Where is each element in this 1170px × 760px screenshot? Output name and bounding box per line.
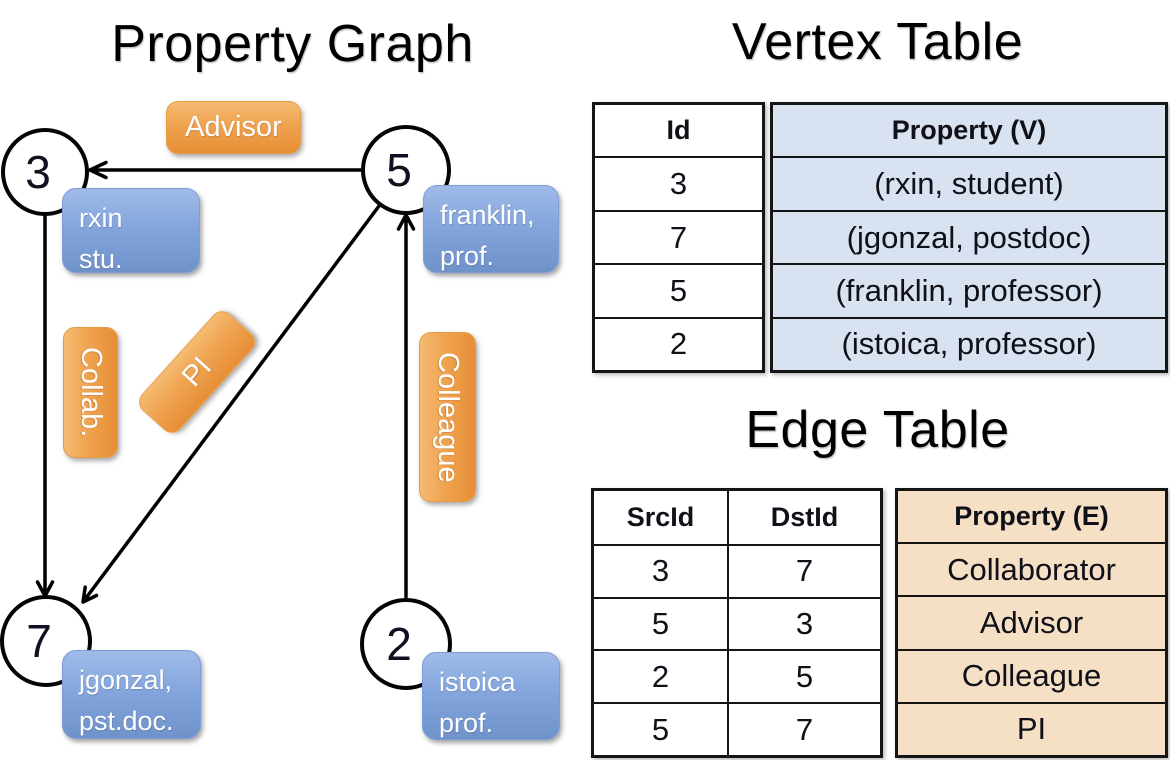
edge-arrow-collab [35, 213, 55, 598]
table-cell: 7 [595, 209, 762, 263]
property-line: rxin [79, 203, 123, 233]
column-header: Property (E) [954, 501, 1109, 532]
vertex-property-box-3: rxin stu. [62, 188, 200, 274]
table-cell: 7 [727, 543, 880, 597]
vertex-table-title: Vertex Table [731, 13, 1024, 71]
table-cell: 3 [727, 596, 880, 650]
table-cell: 5 [727, 649, 880, 703]
node-id-label: 7 [26, 615, 52, 667]
edge-arrow-advisor [88, 160, 363, 180]
node-id-label: 2 [386, 618, 412, 670]
node-id-label: 5 [386, 144, 412, 196]
table-cell: Advisor [898, 595, 1165, 648]
property-line: stu. [79, 243, 123, 274]
table-cell: Colleague [898, 648, 1165, 702]
table-cell: (istoica, professor) [773, 316, 1165, 370]
table-cell: Collaborator [898, 542, 1165, 595]
edge-table-title: Edge Table [745, 401, 1010, 459]
vertex-table-id-column: Id 3 7 5 2 [592, 102, 765, 373]
edge-table-property-column: Property (E) Collaborator Advisor Collea… [895, 488, 1168, 758]
property-line: pst.doc. [79, 705, 174, 736]
graph-node-2: 2 [360, 598, 452, 690]
vertex-property-box-2: istoica prof. [422, 652, 560, 740]
column-header: Property (V) [891, 115, 1047, 146]
table-cell: (franklin, professor) [773, 263, 1165, 316]
table-cell: 3 [594, 543, 727, 597]
table-cell: 5 [594, 596, 727, 650]
table-cell: (jgonzal, postdoc) [773, 209, 1165, 263]
property-line: jgonzal, [79, 665, 173, 695]
edge-label-advisor: Advisor [166, 101, 301, 154]
vertex-table-property-column: Property (V) (rxin, student) (jgonzal, p… [770, 102, 1168, 373]
table-cell: 7 [727, 702, 880, 755]
table-cell: 2 [595, 316, 762, 370]
property-line: prof. [439, 707, 494, 738]
edge-label-colleague: Colleague [419, 332, 476, 502]
property-line: franklin, [440, 200, 535, 230]
graph-title: Property Graph [111, 15, 474, 73]
table-cell: PI [898, 701, 1165, 755]
vertex-property-box-5: franklin, prof. [423, 185, 559, 273]
edge-arrow-colleague [396, 213, 416, 599]
column-header: Id [666, 115, 691, 146]
edge-arrow-pi [81, 204, 381, 604]
edge-label-collab: Collab. [63, 327, 118, 458]
property-line: istoica [439, 667, 516, 697]
table-cell: (rxin, student) [773, 156, 1165, 209]
property-line: prof. [440, 240, 495, 271]
column-header: DstId [727, 491, 880, 544]
table-cell: 5 [594, 702, 727, 755]
table-cell: 2 [594, 649, 727, 702]
edge-table-id-columns: SrcId DstId 3 7 5 3 2 5 5 7 [591, 488, 883, 758]
column-header: SrcId [626, 501, 695, 532]
graph-edges-canvas [35, 160, 416, 604]
node-id-label: 3 [25, 146, 51, 198]
vertex-property-box-7: jgonzal, pst.doc. [62, 650, 201, 739]
table-cell: 3 [595, 156, 762, 209]
table-cell: 5 [595, 263, 762, 316]
